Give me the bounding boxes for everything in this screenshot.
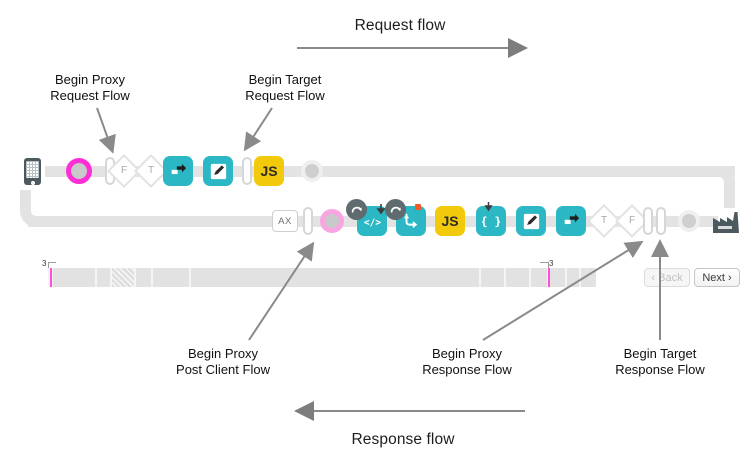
callout-line-1: Begin Target bbox=[248, 72, 322, 87]
callout-arrow-begin-proxy-response-flow bbox=[482, 240, 644, 341]
callout-line-2: Request Flow bbox=[50, 88, 130, 103]
phone-home-button bbox=[30, 180, 35, 185]
factory-icon bbox=[711, 208, 741, 234]
timeline-segment-hatched[interactable] bbox=[112, 268, 134, 287]
response-condition-f-label: F bbox=[628, 215, 636, 226]
callout-begin-proxy-post-client-flow: Begin Proxy Post Client Flow bbox=[133, 346, 313, 378]
share-arrow-icon bbox=[171, 163, 186, 174]
back-button[interactable]: ‹ Back bbox=[644, 268, 690, 287]
pencil-icon bbox=[523, 213, 539, 229]
timeline-cursor-start[interactable] bbox=[50, 268, 52, 287]
timeline-segment[interactable] bbox=[136, 268, 151, 287]
rotate-arrow-icon bbox=[351, 206, 362, 213]
timeline-segment[interactable] bbox=[481, 268, 504, 287]
phone-screen bbox=[26, 161, 39, 178]
timeline-cursor-current[interactable] bbox=[548, 268, 550, 287]
next-button[interactable]: Next › bbox=[694, 268, 740, 287]
response-pill-1[interactable] bbox=[303, 207, 313, 235]
rail-elbow-right bbox=[713, 166, 735, 204]
timeline-segment[interactable] bbox=[153, 268, 189, 287]
response-policy-js[interactable]: JS bbox=[435, 206, 465, 236]
timeline-segment[interactable] bbox=[506, 268, 529, 287]
timeline-marker-right-label: 3 bbox=[549, 259, 554, 268]
callout-begin-proxy-response-flow: Begin Proxy Response Flow bbox=[377, 346, 557, 378]
callout-line-1: Begin Target bbox=[623, 346, 697, 361]
request-endpoint-dot[interactable] bbox=[301, 160, 323, 182]
timeline-marker-left-bracket bbox=[48, 262, 56, 268]
callout-arrow-begin-target-request-flow bbox=[243, 107, 273, 152]
timeline-segment[interactable] bbox=[581, 268, 596, 287]
callout-line-2: Response Flow bbox=[615, 362, 705, 377]
callout-begin-proxy-request-flow: Begin Proxy Request Flow bbox=[0, 72, 180, 104]
callout-line-1: Begin Proxy bbox=[431, 346, 503, 361]
callout-begin-target-request-flow: Begin Target Request Flow bbox=[195, 72, 375, 104]
response-policy-code-tag-badge[interactable] bbox=[346, 199, 367, 220]
response-policy-flow-arrow-marker bbox=[415, 204, 421, 210]
callout-line-2: Request Flow bbox=[245, 88, 325, 103]
timeline-segment[interactable] bbox=[191, 268, 479, 287]
callout-line-2: Post Client Flow bbox=[176, 362, 270, 377]
request-condition-f-label: F bbox=[120, 165, 128, 176]
svg-text:</>: </> bbox=[363, 217, 380, 228]
timeline-marker-left-label: 3 bbox=[42, 259, 47, 268]
pencil-icon bbox=[210, 163, 226, 179]
code-tag-icon: </> bbox=[363, 217, 380, 228]
callout-begin-target-response-flow: Begin Target Response Flow bbox=[570, 346, 750, 378]
svg-text:{ }: { } bbox=[482, 215, 500, 229]
response-flow-title: Response flow bbox=[351, 431, 455, 448]
rail-elbow-left bbox=[20, 190, 44, 227]
timeline-marker-right-bracket bbox=[540, 262, 549, 268]
response-policy-share-arrow[interactable] bbox=[556, 206, 586, 236]
begin-target-request-flow-node[interactable] bbox=[242, 157, 252, 185]
response-policy-braces[interactable]: { } bbox=[476, 206, 506, 236]
request-rail bbox=[45, 166, 735, 177]
timeline-segment[interactable] bbox=[549, 268, 565, 287]
timeline-segment[interactable] bbox=[53, 268, 95, 287]
flow-arrow-icon bbox=[403, 213, 418, 229]
request-flow-title: Request flow bbox=[354, 17, 446, 34]
rail-elbow-right-stem bbox=[724, 196, 735, 208]
timeline-track[interactable] bbox=[48, 268, 596, 287]
request-policy-pencil[interactable] bbox=[203, 156, 233, 186]
response-condition-t-label: T bbox=[600, 215, 608, 226]
share-arrow-icon bbox=[564, 213, 579, 224]
callout-line-1: Begin Proxy bbox=[187, 346, 259, 361]
begin-proxy-request-flow-node[interactable] bbox=[66, 158, 92, 184]
begin-target-response-flow-node[interactable] bbox=[656, 207, 666, 235]
request-condition-t-label: T bbox=[147, 165, 155, 176]
callout-line-1: Begin Proxy bbox=[54, 72, 126, 87]
down-arrow-marker-icon bbox=[376, 204, 386, 215]
rotate-arrow-icon bbox=[390, 206, 401, 213]
callout-arrow-begin-proxy-post-client-flow bbox=[248, 241, 315, 341]
timeline-segment[interactable] bbox=[531, 268, 547, 287]
response-endpoint-dot[interactable] bbox=[678, 210, 700, 232]
begin-proxy-post-client-flow-node[interactable] bbox=[320, 209, 344, 233]
callout-line-2: Response Flow bbox=[422, 362, 512, 377]
timeline-segment[interactable] bbox=[567, 268, 579, 287]
braces-icon: { } bbox=[482, 215, 500, 229]
mobile-phone-icon bbox=[24, 158, 41, 185]
begin-proxy-response-flow-node[interactable] bbox=[643, 207, 653, 235]
response-policy-pencil[interactable] bbox=[516, 206, 546, 236]
callout-arrow-begin-proxy-request-flow bbox=[96, 107, 116, 154]
request-policy-js[interactable]: JS bbox=[254, 156, 284, 186]
down-arrow-marker-icon bbox=[484, 202, 493, 212]
response-policy-ax[interactable]: AX bbox=[272, 210, 298, 232]
response-policy-flow-arrow-badge[interactable] bbox=[385, 199, 406, 220]
timeline-segment[interactable] bbox=[97, 268, 110, 287]
request-policy-share-arrow[interactable] bbox=[163, 156, 193, 186]
